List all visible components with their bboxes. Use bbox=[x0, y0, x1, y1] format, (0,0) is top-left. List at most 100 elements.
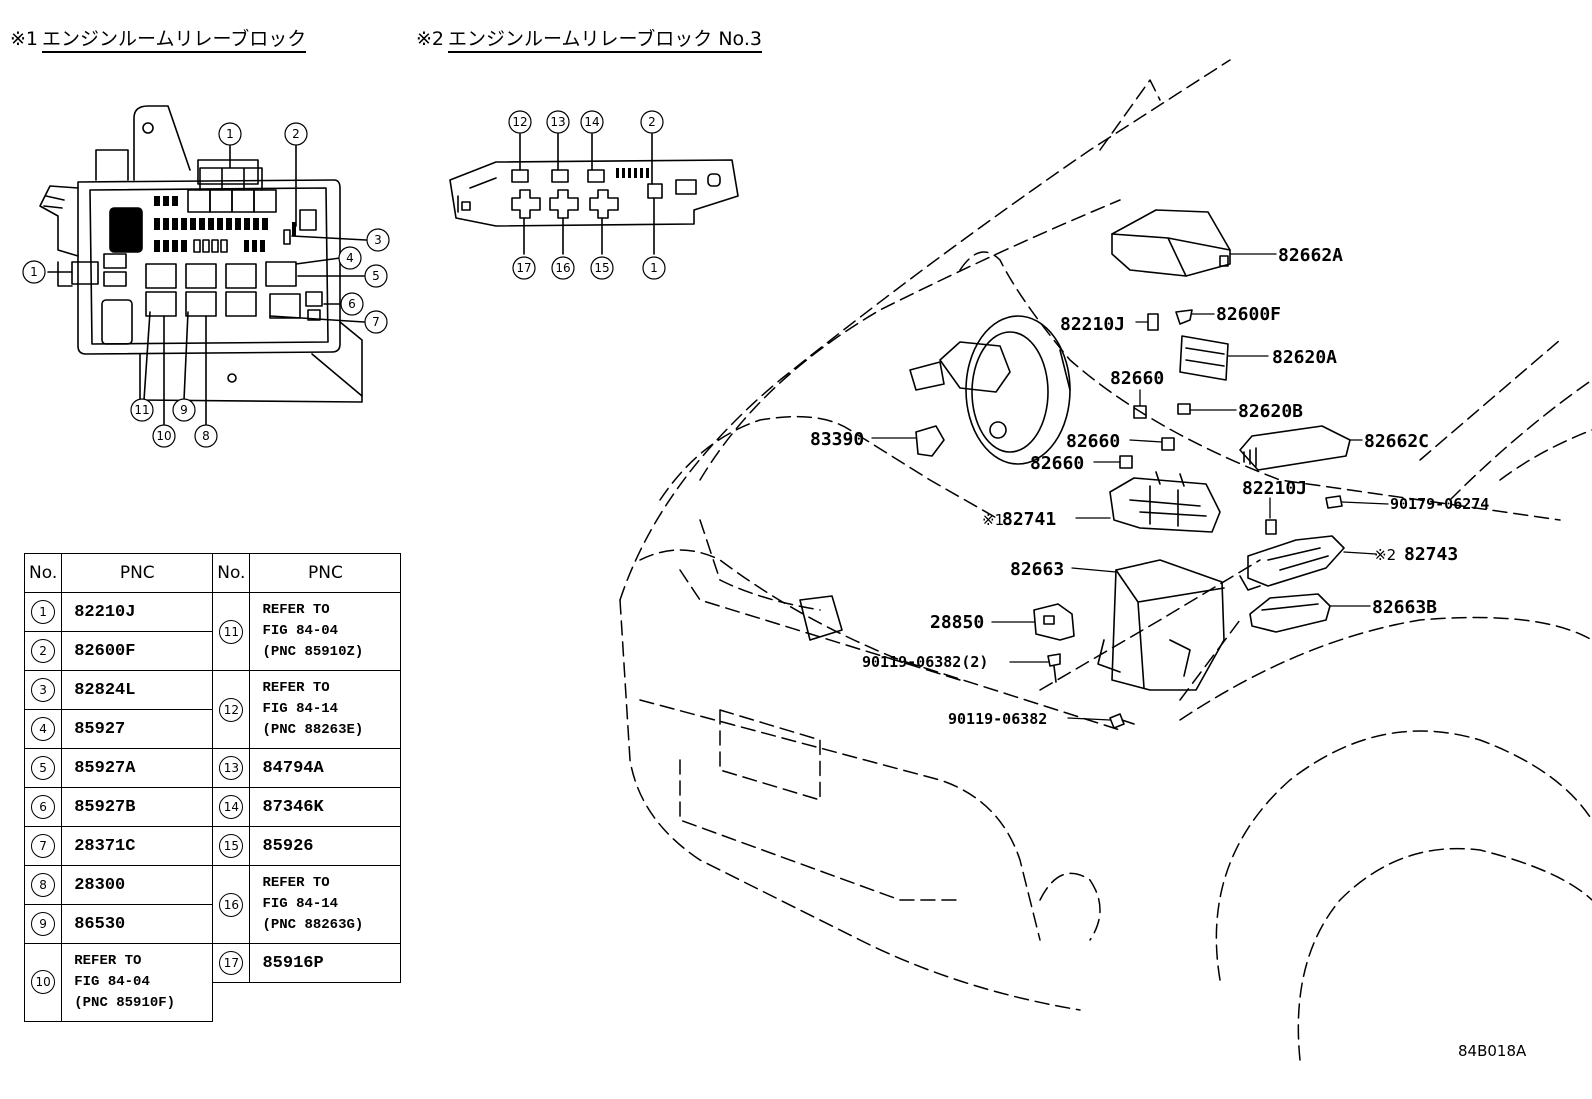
row-number: 10 bbox=[31, 970, 56, 995]
part-leader-lines bbox=[871, 253, 1389, 721]
callout-rb1-11: 11 bbox=[134, 403, 149, 417]
table-row: 5 85927A 13 84794A bbox=[23, 748, 402, 788]
row-number: 7 bbox=[31, 834, 56, 858]
row-number: 4 bbox=[31, 717, 56, 741]
part-label-82660-upper: 82660 bbox=[1110, 368, 1164, 389]
callout-rb2-14: 14 bbox=[584, 115, 599, 129]
callout-rb1-1-left: 1 bbox=[30, 265, 38, 279]
table-row: 1 82210J 11 REFER TO FIG 84-04 (PNC 8591… bbox=[23, 592, 402, 671]
header-pnc-right: PNC bbox=[249, 553, 402, 593]
bolt-drawings bbox=[1047, 653, 1135, 729]
part-label-82620B: 82620B bbox=[1238, 401, 1303, 422]
part-label-90119-06382: 90119-06382 bbox=[948, 710, 1047, 728]
title-1-mark: ※1 bbox=[10, 28, 39, 50]
title-1-text: エンジンルームリレーブロック bbox=[42, 28, 307, 53]
part-label-82663: 82663 bbox=[1010, 559, 1064, 580]
small-parts-drawing bbox=[1119, 309, 1343, 535]
callout-rb2-13: 13 bbox=[550, 115, 565, 129]
figure-id: 84B018A bbox=[1458, 1042, 1527, 1060]
part-82662C-drawing bbox=[1239, 425, 1351, 471]
relay-block-1-drawing bbox=[39, 105, 363, 403]
pnc-value: 82824L bbox=[61, 670, 214, 710]
pnc-value: 82600F bbox=[61, 631, 214, 671]
callout-rb2-15: 15 bbox=[594, 261, 609, 275]
part-82663-drawing bbox=[1097, 559, 1225, 691]
title-2-text: エンジンルームリレーブロック No.3 bbox=[448, 28, 762, 53]
row-number: 16 bbox=[219, 892, 244, 917]
table-row: 4 85927 bbox=[23, 709, 401, 749]
row-number: 13 bbox=[219, 756, 244, 780]
pnc-value: 85926 bbox=[249, 826, 402, 866]
callout-rb1-10: 10 bbox=[156, 429, 171, 443]
relay-block-1-leaders bbox=[47, 145, 367, 425]
part-label-82660-lower: 82660 bbox=[1030, 453, 1084, 474]
callout-rb2-12: 12 bbox=[512, 115, 527, 129]
pnc-ref-line: REFER TO bbox=[262, 680, 330, 696]
part-label-90119-06382-2: 90119-06382(2) bbox=[862, 653, 988, 671]
header-no-left: No. bbox=[23, 553, 63, 593]
row-number: 8 bbox=[31, 873, 56, 897]
callout-rb1-5: 5 bbox=[372, 269, 380, 283]
relay-block-1-callouts bbox=[22, 122, 390, 448]
part-28850-drawing bbox=[1033, 603, 1075, 641]
table-row: 6 85927B 14 87346K bbox=[23, 787, 402, 827]
callout-rb2-1: 1 bbox=[650, 261, 658, 275]
part-label-82620A: 82620A bbox=[1272, 347, 1337, 368]
pnc-value: 85927A bbox=[61, 748, 214, 788]
pnc-value: 85916P bbox=[249, 943, 402, 983]
pnc-ref-line: (PNC 88263E) bbox=[262, 722, 364, 738]
pnc-ref-line: REFER TO bbox=[262, 875, 330, 891]
pnc-reference: REFER TO FIG 84-14 (PNC 88263G) bbox=[249, 865, 402, 944]
pnc-ref-line: (PNC 85910Z) bbox=[262, 644, 364, 660]
table-row: 7 28371C 15 85926 bbox=[23, 826, 402, 866]
part-label-28850: 28850 bbox=[930, 612, 984, 633]
pnc-ref-line: FIG 84-04 bbox=[262, 623, 339, 639]
callout-rb2-2: 2 bbox=[648, 115, 656, 129]
part-82663B-drawing bbox=[1249, 593, 1331, 633]
callout-rb1-9: 9 bbox=[180, 403, 188, 417]
pnc-ref-line: FIG 84-14 bbox=[262, 896, 339, 912]
part-mark-82741: ※1 bbox=[982, 511, 1004, 529]
part-label-82210J-upper: 82210J bbox=[1060, 314, 1125, 335]
pnc-value: 28300 bbox=[61, 865, 214, 905]
relay-block-2-drawing bbox=[449, 133, 739, 255]
relay-block-2-callout-labels: 12 13 14 2 17 16 15 1 bbox=[512, 115, 657, 275]
pnc-reference: REFER TO FIG 84-04 (PNC 85910Z) bbox=[249, 592, 402, 671]
header-no-right: No. bbox=[212, 553, 251, 593]
pnc-value: 85927 bbox=[61, 709, 214, 749]
part-label-82660-middle: 82660 bbox=[1066, 431, 1120, 452]
part-mark-82743: ※2 bbox=[1374, 546, 1396, 564]
callout-rb1-7: 7 bbox=[372, 315, 380, 329]
callout-rb1-2: 2 bbox=[292, 127, 300, 141]
brake-booster-drawing bbox=[909, 315, 1071, 465]
callout-rb1-6: 6 bbox=[348, 297, 356, 311]
row-number: 12 bbox=[219, 697, 244, 722]
part-label-90179-06274: 90179-06274 bbox=[1390, 495, 1489, 513]
pnc-value: 86530 bbox=[61, 904, 214, 944]
header-pnc-left: PNC bbox=[61, 553, 214, 593]
pnc-ref-line: FIG 84-14 bbox=[262, 701, 339, 717]
part-label-82662A: 82662A bbox=[1278, 245, 1343, 266]
vehicle-emblem bbox=[799, 595, 843, 641]
callout-rb2-17: 17 bbox=[516, 261, 531, 275]
row-number: 14 bbox=[219, 795, 244, 819]
part-82743-drawing bbox=[1239, 535, 1345, 591]
pnc-ref-line: (PNC 85910F) bbox=[74, 994, 176, 1011]
callout-rb1-4: 4 bbox=[346, 251, 354, 265]
row-number: 6 bbox=[31, 795, 56, 819]
pnc-value: 87346K bbox=[249, 787, 402, 827]
table-header-row: No. PNC No. PNC bbox=[23, 553, 402, 593]
part-label-83390: 83390 bbox=[810, 429, 864, 450]
callout-rb1-1: 1 bbox=[226, 127, 234, 141]
pnc-value: 28371C bbox=[61, 826, 214, 866]
row-number: 2 bbox=[31, 639, 56, 663]
callout-rb1-3: 3 bbox=[374, 233, 382, 247]
pnc-table: No. PNC No. PNC 1 82210J 11 REFER TO FIG… bbox=[23, 553, 402, 1022]
relay-block-1-callout-labels: 1 2 3 4 5 6 7 1 11 10 9 8 bbox=[30, 127, 382, 443]
pnc-reference: REFER TO FIG 84-04 (PNC 85910F) bbox=[61, 943, 214, 1022]
relay-block-2-callouts bbox=[508, 110, 666, 280]
part-labels: 82662A 82210J 82600F 82620A 82660 82620B… bbox=[810, 245, 1527, 1060]
row-number: 17 bbox=[219, 951, 244, 975]
